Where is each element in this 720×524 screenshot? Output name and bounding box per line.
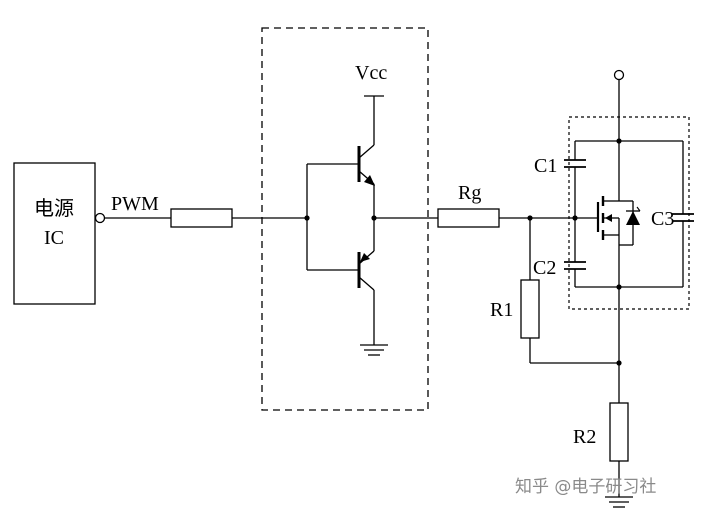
resistor-r1: R1: [490, 218, 622, 366]
pwm-input-path: [104, 208, 307, 228]
drain-terminal: [613, 69, 625, 81]
mosfet-with-parasitics: C1 C2 C3: [533, 69, 694, 363]
pwm-series-resistor: [170, 208, 233, 228]
c3-label: C3: [651, 208, 674, 230]
driver-ground-symbol: [360, 344, 388, 356]
gate-resistor-rg: Rg: [437, 182, 598, 228]
body-diode: [626, 211, 640, 225]
driver-dashed-boundary: [261, 27, 429, 411]
main-ground-symbol: [605, 496, 633, 508]
capacitor-c2: C2: [533, 218, 622, 290]
npn-emitter-arrow: [364, 175, 375, 186]
power-ic-label-line1: 电源: [34, 197, 74, 220]
n-mosfet-symbol: [596, 196, 641, 363]
rg-label: Rg: [458, 182, 481, 204]
pnp-transistor: [357, 218, 375, 345]
pnp-emitter-arrow: [360, 253, 370, 262]
r2-label: R2: [573, 426, 596, 448]
resistor-r2: R2: [573, 363, 629, 497]
capacitor-c1: C1: [534, 140, 619, 221]
npn-transistor: [357, 96, 375, 218]
power-ic-box: [13, 162, 96, 305]
capacitor-c3: C3: [619, 140, 694, 288]
vcc-label: Vcc: [355, 62, 387, 84]
power-ic-block: 电源 IC PWM: [13, 162, 159, 305]
totem-pole-driver: Vcc: [261, 27, 438, 411]
mosfet-dotted-boundary: [568, 116, 690, 310]
c1-label: C1: [534, 155, 557, 177]
pwm-label: PWM: [111, 193, 159, 215]
watermark-text: 知乎 @电子研习社: [515, 477, 656, 497]
r1-label: R1: [490, 299, 513, 321]
pwm-output-terminal: [94, 212, 106, 224]
power-ic-label-line2: IC: [44, 227, 64, 249]
c2-label: C2: [533, 257, 556, 279]
mosfet-channel-arrow: [605, 214, 612, 222]
